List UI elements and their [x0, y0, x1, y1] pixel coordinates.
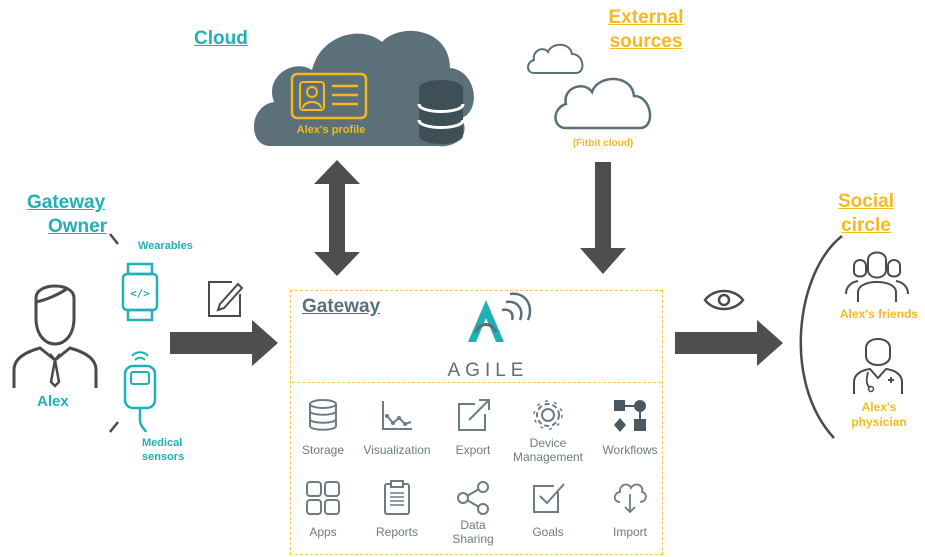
gateway-title: Gateway	[302, 296, 381, 317]
feature-workflows: Workflows	[593, 398, 667, 457]
gateway-separator	[292, 382, 661, 383]
physician-label-line2: physician	[851, 415, 907, 429]
profile-card-icon	[290, 72, 368, 120]
external-title-line1: External	[608, 7, 684, 28]
share-icon	[457, 481, 489, 515]
feature-device-management: Device Management	[511, 398, 585, 464]
fitbit-cloud-icon	[554, 77, 652, 130]
device-bracket	[109, 233, 119, 433]
feature-label: Workflows	[602, 443, 658, 457]
medical-label: Medical sensors	[142, 436, 184, 464]
feature-label: Device Management	[512, 436, 584, 464]
external-title-line2: sources	[609, 31, 683, 52]
feature-label: Reports	[375, 525, 419, 539]
friends-label: Alex's friends	[839, 307, 919, 321]
friends-group-icon	[845, 251, 909, 302]
alex-label: Alex	[37, 393, 69, 410]
feature-label: Export	[455, 443, 491, 457]
edit-icon	[208, 281, 244, 317]
physician-icon	[853, 338, 903, 394]
gear-icon	[533, 400, 563, 430]
alex-person-icon	[12, 284, 98, 388]
owner-gateway-arrow	[170, 320, 278, 366]
feature-data-sharing: Data Sharing	[436, 480, 510, 546]
social-title-line1: Social	[838, 191, 894, 212]
feature-label: Storage	[301, 443, 345, 457]
feature-import: Import	[593, 480, 667, 539]
social-title-line2: circle	[841, 215, 891, 236]
owner-title: Gateway Owner	[27, 191, 107, 239]
report-icon	[384, 480, 410, 515]
owner-title-line2: Owner	[48, 216, 108, 237]
feature-reports: Reports	[360, 480, 434, 539]
small-cloud-icon	[527, 43, 584, 74]
medical-sensor-icon	[123, 351, 157, 433]
feature-goals: Goals	[511, 480, 585, 539]
external-title: External sources	[598, 6, 694, 54]
export-icon	[458, 399, 490, 431]
smartwatch-icon: </>	[121, 262, 159, 322]
physician-label-line1: Alex's	[861, 400, 897, 414]
cloud-title: Cloud	[194, 28, 248, 49]
goal-check-icon	[533, 483, 565, 513]
feature-label: Apps	[309, 525, 337, 539]
feature-visualization: Visualization	[360, 398, 434, 457]
feature-label: Visualization	[363, 443, 431, 457]
apps-grid-icon	[306, 481, 340, 515]
feature-label: Goals	[532, 525, 564, 539]
gateway-box	[290, 290, 663, 555]
feature-storage: Storage	[286, 398, 360, 457]
gateway-social-arrow	[675, 320, 783, 366]
social-title: Social circle	[832, 190, 900, 238]
owner-title-line1: Gateway	[27, 192, 106, 213]
line-chart-icon	[382, 401, 412, 430]
wearables-label: Wearables	[138, 240, 193, 252]
cloud-import-icon	[613, 483, 647, 514]
agile-logo-text: AGILE	[447, 360, 529, 381]
external-gateway-arrow	[580, 162, 626, 274]
database-icon	[309, 399, 337, 431]
eye-icon	[703, 289, 745, 311]
svg-text:</>: </>	[130, 287, 150, 300]
database-icon	[417, 80, 465, 144]
medical-label-line2: sensors	[142, 451, 185, 463]
feature-apps: Apps	[286, 480, 360, 539]
feature-label: Import	[612, 525, 647, 539]
workflow-icon	[614, 400, 646, 432]
physician-label: Alex's physician	[834, 400, 924, 430]
cloud-gateway-arrow	[314, 160, 360, 276]
social-circle-arc	[799, 235, 843, 439]
feature-label: Data Sharing	[452, 518, 494, 546]
medical-label-line1: Medical	[142, 437, 183, 449]
fitbit-label: (Fitbit cloud)	[572, 138, 634, 149]
feature-export: Export	[436, 398, 510, 457]
agile-logo-icon	[468, 292, 532, 342]
profile-label: Alex's profile	[296, 124, 366, 136]
